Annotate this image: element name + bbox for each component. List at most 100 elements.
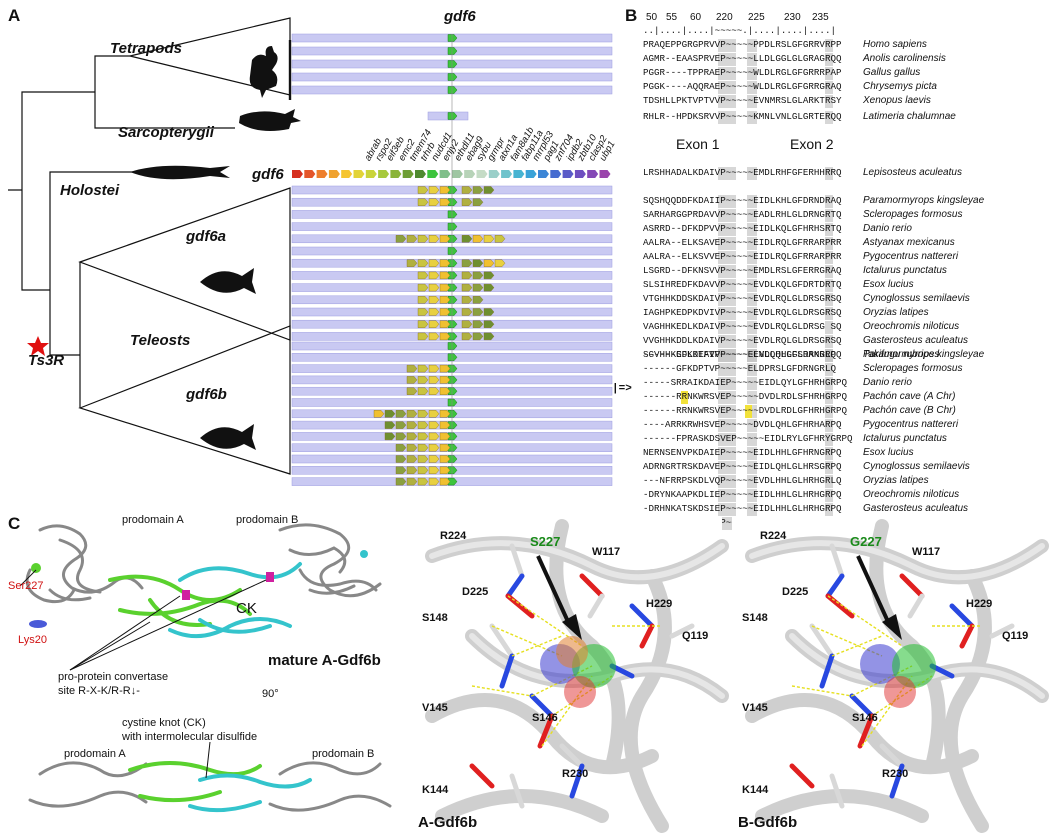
neighbor-gene-arrow xyxy=(439,466,451,474)
alignment-species: Cynoglossus semilaevis xyxy=(863,293,970,304)
neighbor-gene-arrow xyxy=(472,259,484,267)
neighbor-gene-arrow xyxy=(472,296,484,304)
conserved-column-shade xyxy=(718,335,736,348)
conserved-column-shade xyxy=(825,363,833,376)
conserved-column-shade xyxy=(825,111,833,124)
neighbor-gene-arrow xyxy=(417,421,429,429)
mutant-residue-label: G227 xyxy=(850,534,882,549)
holostei-gene-arrow xyxy=(476,170,488,178)
conserved-column-shade xyxy=(747,209,757,222)
alignment-sequence: SARHARGGPRDAVVP~~~~~EADLRHLGLDRNGRTQ xyxy=(643,209,842,220)
conserved-column-shade xyxy=(825,53,833,66)
alignment-sequence: RHLR--HPDKSRVVP~~~~~KMNLVNLGLGRTERQQ xyxy=(643,111,842,122)
neighbor-gene-arrow xyxy=(406,444,418,452)
alignment-species: Paramormyrops kingsleyae xyxy=(863,349,985,360)
neighbor-gene-arrow xyxy=(483,235,495,243)
holostei-gene-arrow xyxy=(365,170,377,178)
neighbor-gene-arrow xyxy=(417,271,429,280)
neighbor-gene-arrow xyxy=(483,186,495,194)
neighbor-gene-arrow xyxy=(483,308,495,316)
alignment-sequence: ASRRD--DFKDPVVP~~~~~EIDLKQLGFHRHSRTQ xyxy=(643,223,842,234)
neighbor-gene-arrow xyxy=(395,410,407,418)
neighbor-gene-arrow xyxy=(428,259,440,267)
neighbor-gene-arrow xyxy=(439,376,451,384)
gdf6-gene-arrow xyxy=(447,47,458,55)
neighbor-gene-arrow xyxy=(406,455,418,463)
protein-structure-top xyxy=(19,523,392,813)
neighbor-gene-arrow xyxy=(461,296,473,304)
alignment-species: Esox lucius xyxy=(863,447,914,458)
exon1-label: Exon 1 xyxy=(676,136,720,152)
neighbor-gene-arrow xyxy=(395,455,407,463)
holostei-gene-arrow xyxy=(328,170,340,178)
alignment-sequence: ---NFRRPSKDLVQP~~~~~EVDLHHLGLHRHGRLQ xyxy=(643,475,842,486)
conserved-column-shade xyxy=(718,363,736,376)
gdf6-gene-arrow xyxy=(447,353,458,362)
alignment-species: Oryzias latipes xyxy=(863,307,929,318)
alignment-species: Scleropages formosus xyxy=(863,209,963,220)
neighbor-gene-arrow xyxy=(417,455,429,463)
alignment-sequence: PGGR----TPPRAEP~~~~~WLDLRGLGFGRRRPAP xyxy=(643,67,842,78)
gdf6a-label: gdf6a xyxy=(186,228,227,245)
mutation-highlight xyxy=(681,391,688,404)
alignment-sequence: ------GFKDTFVP~~~~~ELNLQHLGFSRANRLQ xyxy=(643,349,836,360)
alignment-sequence: ------FPRASKDSVEP~~~~~EIDLRYLGFHRYGRPQ xyxy=(643,433,853,444)
residue-label: R230 xyxy=(562,768,589,780)
conserved-column-shade xyxy=(825,81,833,94)
neighbor-gene-arrow xyxy=(417,198,429,206)
conserved-column-shade xyxy=(718,307,736,320)
neighbor-gene-arrow xyxy=(483,320,495,328)
residue-label: D225 xyxy=(782,586,809,598)
conserved-column-shade xyxy=(747,237,757,250)
gdf6-gene-arrow xyxy=(447,34,458,42)
neighbor-gene-arrow xyxy=(428,332,440,341)
residue-label: Q119 xyxy=(1002,630,1029,642)
alignment-sequence: LRSHHADALKDAIVP~~~~~EMDLRHFGFERHHRRQ xyxy=(643,167,842,178)
neighbor-gene-arrow xyxy=(417,259,429,267)
holostei-gene-arrow xyxy=(501,170,513,178)
neighbor-gene-arrow xyxy=(439,259,451,267)
ruler-ticks: ..|....|....|~~~~~.|....|....|....| xyxy=(643,25,836,36)
alignment-species: Oryzias latipes xyxy=(863,475,929,486)
alignment-sequence: AALRA--ELKSVVEP~~~~~EIDLRQLGFRRARPRR xyxy=(643,251,842,262)
conserved-column-shade xyxy=(747,475,757,488)
conserved-column-shade xyxy=(747,419,757,432)
conserved-column-shade xyxy=(747,223,757,236)
conserved-column-shade xyxy=(825,461,833,474)
conserved-column-shade xyxy=(747,167,757,180)
alignment-species: Anolis carolinensis xyxy=(863,53,946,64)
neighbor-gene-arrow xyxy=(406,235,418,243)
neighbor-gene-arrow xyxy=(417,283,429,292)
neighbor-gene-arrow xyxy=(384,410,396,418)
alignment-sequence: VTGHHKDDSKDAIVP~~~~~EVDLRQLGLDRSGRSQ xyxy=(643,293,842,304)
holostei-gene-arrow xyxy=(513,170,525,178)
neighbor-gene-arrow xyxy=(428,444,440,452)
neighbor-gene-arrow xyxy=(428,283,440,292)
conserved-column-shade xyxy=(825,321,833,334)
conserved-column-shade xyxy=(718,237,736,250)
neighbor-gene-arrow xyxy=(417,186,429,194)
holostei-gene-arrow xyxy=(574,170,586,178)
ts3r-star-icon xyxy=(27,336,49,356)
conserved-column-shade xyxy=(825,433,833,446)
clade-holostei: Holostei xyxy=(60,182,120,199)
neighbor-gene-arrow xyxy=(472,186,484,194)
alignment-species: Cynoglossus semilaevis xyxy=(863,461,970,472)
neighbor-gene-arrow xyxy=(439,320,451,328)
alignment-species: Danio rerio xyxy=(863,223,912,234)
holostei-gene-arrow xyxy=(415,170,426,178)
alignment-sequence: -DRHNKATSKDSIEP~~~~~EIDLHHLGLHRHGRPQ xyxy=(643,503,842,514)
alignment-sequence: NERNSENVPKDAIEP~~~~~EIDLHHLGFHRNGRPQ xyxy=(643,447,842,458)
alignment-sequence: -----SRRAIKDAIEP~~~~~EIDLQYLGFHRHGRPQ xyxy=(643,377,847,388)
conserved-column-shade xyxy=(718,321,736,334)
conserved-column-shade xyxy=(825,223,833,236)
alignment-sequence: ------GFKDPTVP~~~~~ELDPRSLGFDRNGRLQ xyxy=(643,363,836,374)
gdf6-inline-label: gdf6 xyxy=(252,166,284,183)
holostei-gene-arrow xyxy=(427,170,439,178)
conserved-column-shade xyxy=(825,279,833,292)
neighbor-gene-arrow xyxy=(417,376,429,384)
neighbor-gene-arrow xyxy=(461,259,473,267)
neighbor-gene-arrow xyxy=(406,466,418,474)
conserved-column-shade xyxy=(718,53,736,66)
neighbor-gene-arrow xyxy=(395,432,407,441)
